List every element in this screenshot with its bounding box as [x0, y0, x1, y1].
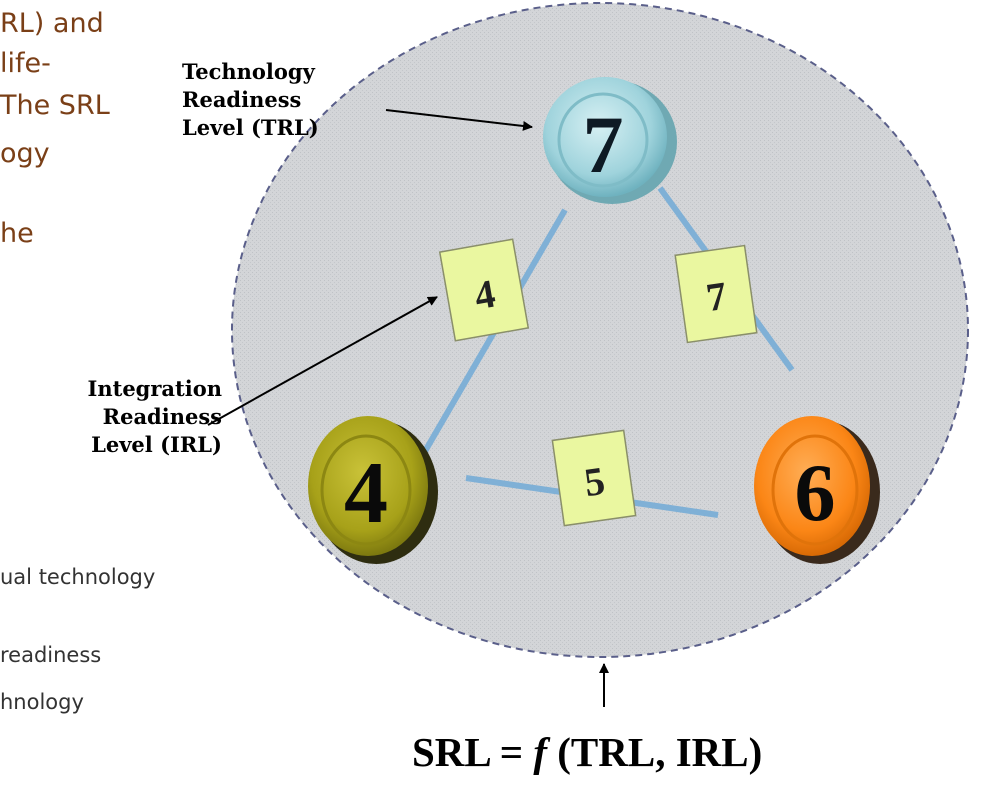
irl-box-bottom: 5	[551, 429, 637, 527]
irl-label: Integration Readiness Level (IRL)	[70, 375, 222, 459]
background-text-line-8: hnology	[0, 690, 84, 714]
background-text-line-4: ogy	[0, 138, 50, 169]
srl-formula: SRL = f (TRL, IRL)	[412, 728, 762, 776]
background-text-line-1: RL) and	[0, 8, 104, 39]
trl-coin-right: 6	[754, 416, 880, 564]
background-text-line-7: readiness	[0, 643, 102, 667]
trl-value-right: 6	[795, 447, 836, 538]
trl-coin-left: 4	[308, 416, 438, 564]
irl-label-line-1: Integration	[87, 376, 222, 401]
srl-formula-suffix: (TRL, IRL)	[547, 729, 763, 775]
trl-label: Technology Readiness Level (TRL)	[182, 58, 319, 142]
trl-value-top: 7	[583, 99, 624, 190]
irl-box-left: 4	[438, 238, 530, 342]
background-text-line-5: he	[0, 218, 34, 249]
trl-coin-top: 7	[543, 77, 677, 204]
irl-box-right: 7	[674, 244, 758, 344]
trl-pointer-arrow	[385, 109, 533, 131]
background-text-line-6: ual technology	[0, 565, 156, 589]
irl-label-line-3: Level (IRL)	[91, 432, 222, 457]
srl-formula-prefix: SRL =	[412, 729, 534, 775]
background-text-line-3: The SRL	[0, 90, 110, 121]
trl-value-left: 4	[344, 445, 388, 542]
background-text-line-2: life-	[0, 48, 51, 79]
irl-label-line-2: Readiness	[102, 404, 222, 429]
trl-label-line-3: Level (TRL)	[182, 115, 319, 140]
trl-label-line-2: Readiness	[182, 87, 302, 112]
irl-pointer-arrow	[207, 296, 438, 426]
trl-label-line-1: Technology	[182, 59, 315, 84]
srl-formula-function: f	[533, 729, 548, 775]
